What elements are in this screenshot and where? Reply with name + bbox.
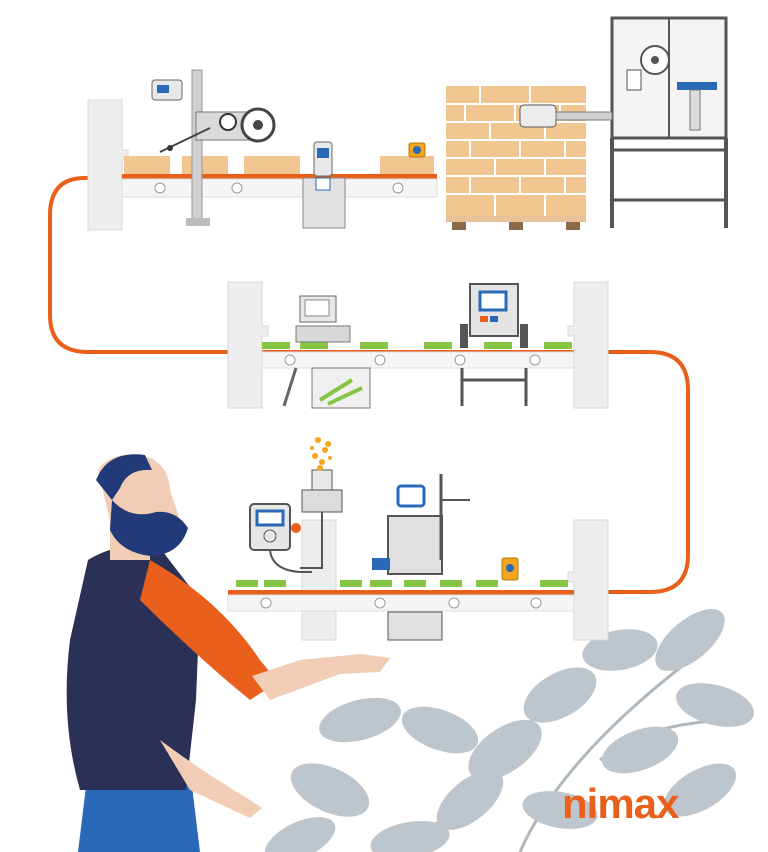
grain-hopper-icon (300, 437, 343, 569)
worker-figure-icon (66, 454, 390, 852)
sensor-icon (408, 142, 426, 158)
conveyor-row-2 (227, 281, 609, 409)
inkjet-printer-icon (372, 474, 470, 641)
brand-logo: nimax (562, 780, 680, 827)
pallet-icon (446, 86, 586, 230)
labeling-machine-icon (151, 69, 276, 226)
printer-terminal-icon (302, 141, 346, 229)
metal-detector-icon (460, 283, 528, 406)
pallet-labeler-icon (519, 16, 728, 228)
checkweigher-icon (282, 295, 371, 409)
sensor-icon-row-3 (501, 557, 519, 581)
conveyor-row-3 (227, 519, 609, 641)
controller-icon (249, 503, 312, 573)
